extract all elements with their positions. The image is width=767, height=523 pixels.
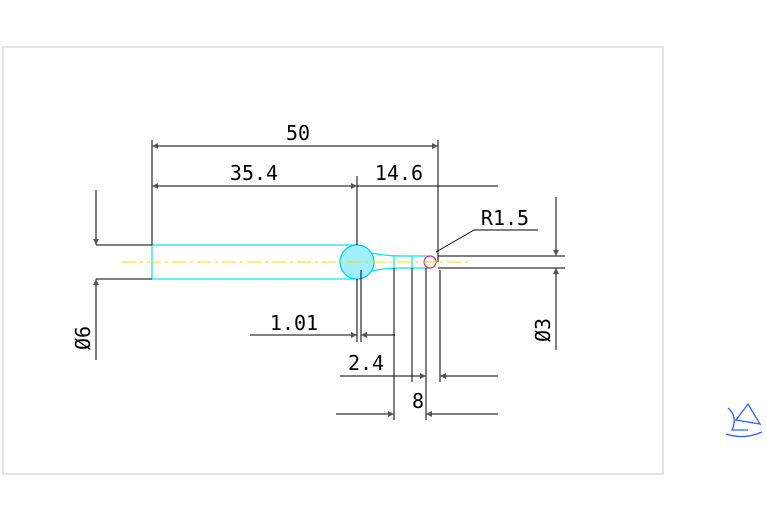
drawing-sheet	[2, 46, 664, 475]
dim-step-3: 8	[412, 389, 424, 413]
dim-shank-length: 35.4	[230, 161, 278, 185]
dim-overall-length: 50	[286, 121, 310, 145]
dim-step-2: 2.4	[348, 351, 384, 375]
dimension-lines	[93, 140, 565, 420]
dim-tip-diameter: Ø3	[531, 318, 555, 342]
dim-head-length: 14.6	[375, 161, 423, 185]
sailboat-logo-icon	[725, 402, 763, 438]
dim-step-1: 1.01	[270, 311, 318, 335]
dim-ball-radius: R1.5	[481, 206, 529, 230]
dim-shank-diameter: Ø6	[71, 326, 95, 350]
neck	[371, 252, 432, 272]
